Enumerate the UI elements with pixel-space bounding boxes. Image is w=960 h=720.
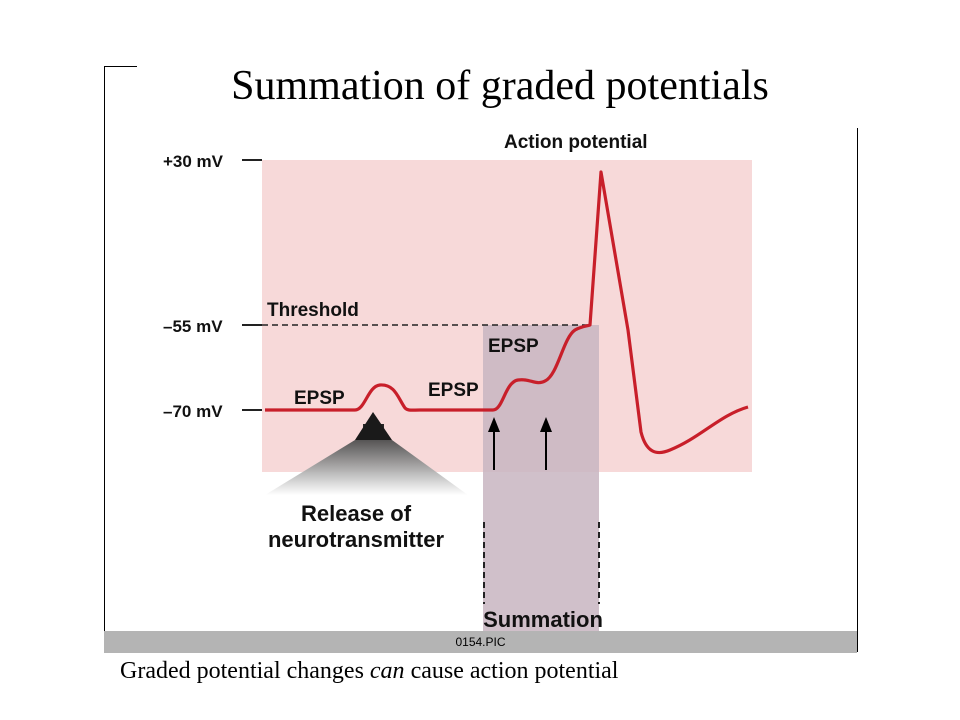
caption-emphasis: can (369, 658, 405, 684)
epsp-label-3: EPSP (488, 336, 539, 357)
axis-label-30mv: +30 mV (163, 152, 224, 171)
release-label-line2: neurotransmitter (268, 527, 444, 552)
summation-region (483, 325, 599, 631)
release-arrow-head (355, 412, 392, 440)
threshold-label: Threshold (267, 300, 359, 321)
figure-footer: 0154.PIC (104, 631, 857, 653)
release-arrow (265, 424, 468, 495)
release-label-line1: Release of (301, 501, 412, 526)
potential-trace (265, 170, 749, 455)
stimulus-arrow-1 (488, 417, 500, 470)
axis-label-55mv: –55 mV (163, 317, 223, 336)
epsp-label-2: EPSP (428, 380, 479, 401)
slide-title: Summation of graded potentials (231, 63, 769, 109)
axis-label-70mv: –70 mV (163, 402, 223, 421)
caption-before: Graded potential changes (120, 658, 370, 684)
stimulus-arrow-2 (540, 417, 552, 470)
caption-after: cause action potential (404, 658, 619, 684)
summation-label: Summation (483, 607, 603, 632)
epsp-label-1: EPSP (294, 388, 345, 409)
slide-caption: Graded potential changes can cause actio… (120, 658, 840, 685)
action-potential-label: Action potential (504, 132, 648, 153)
frame-corner (104, 66, 137, 131)
